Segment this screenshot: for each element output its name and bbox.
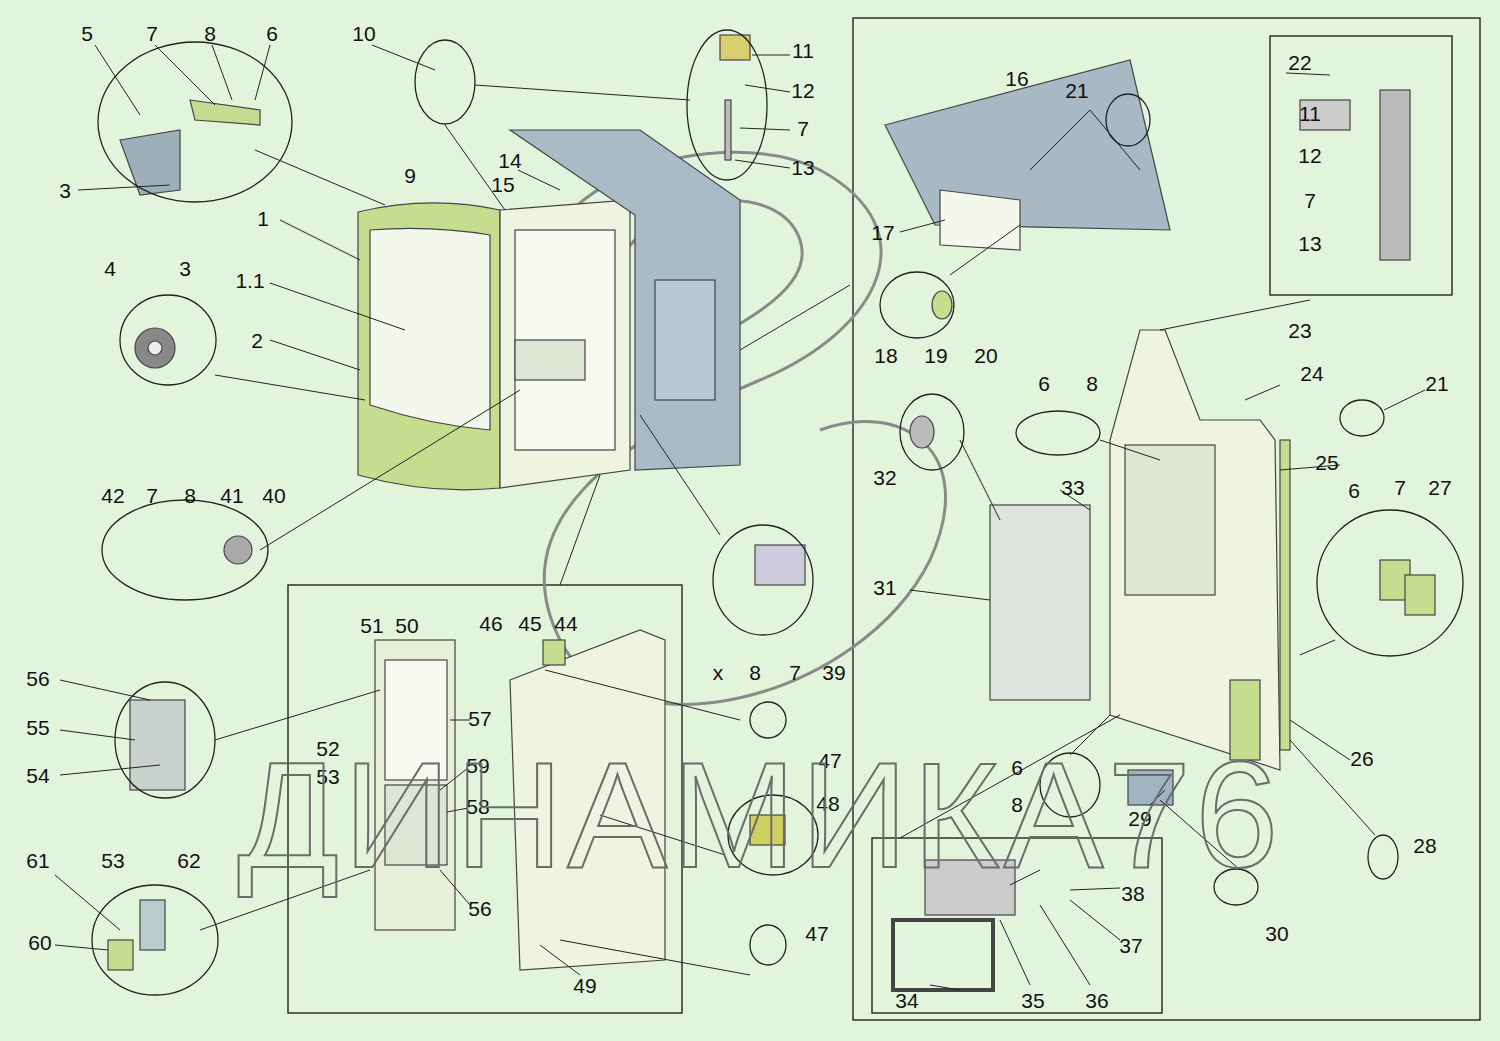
callout-number: 3 <box>179 258 191 279</box>
callout-number: 33 <box>1061 477 1084 498</box>
callout-number: 28 <box>1413 835 1436 856</box>
callout-number: 6 <box>266 23 278 44</box>
callout-number: 21 <box>1065 80 1088 101</box>
callout-number: 3 <box>59 180 71 201</box>
door-parts <box>120 35 805 845</box>
callout-number: 13 <box>1298 233 1321 254</box>
callout-number: 8 <box>204 23 216 44</box>
callout-number: 24 <box>1300 363 1323 384</box>
callout-number: 25 <box>1315 452 1338 473</box>
callout-number: 42 <box>101 485 124 506</box>
callout-number: 10 <box>352 23 375 44</box>
callout-number: 7 <box>789 662 801 683</box>
callout-number: 5 <box>81 23 93 44</box>
callout-number: 1 <box>257 208 269 229</box>
callout-number: 54 <box>26 765 49 786</box>
callout-number: 4 <box>104 258 116 279</box>
callout-number: 1.1 <box>235 270 264 291</box>
callout-number: 11 <box>1299 103 1321 124</box>
callout-number: 46 <box>479 613 502 634</box>
callout-number: 12 <box>1298 145 1321 166</box>
callout-number: 61 <box>26 850 49 871</box>
callout-number: 30 <box>1265 923 1288 944</box>
callout-number: 56 <box>468 898 491 919</box>
callout-number: 6 <box>1038 373 1050 394</box>
callout-number: 36 <box>1085 990 1108 1011</box>
callout-number: 49 <box>573 975 596 996</box>
callout-number: 13 <box>791 157 814 178</box>
callout-number: 34 <box>895 990 918 1011</box>
callout-number: 56 <box>26 668 49 689</box>
callout-number: 60 <box>28 932 51 953</box>
callout-number: 51 <box>360 615 383 636</box>
callout-number: 45 <box>518 613 541 634</box>
detail-circles <box>92 30 1463 995</box>
callout-number: 26 <box>1350 748 1373 769</box>
callout-number: 62 <box>177 850 200 871</box>
callout-number: 2 <box>251 330 263 351</box>
callout-number: 7 <box>146 23 158 44</box>
callout-number: 41 <box>220 485 243 506</box>
callout-number: 7 <box>1304 190 1316 211</box>
callout-number: 57 <box>468 708 491 729</box>
callout-number: 16 <box>1005 68 1028 89</box>
callout-number: 7 <box>797 118 809 139</box>
callout-number: 53 <box>101 850 124 871</box>
callout-number: 6 <box>1348 480 1360 501</box>
callout-number: 31 <box>873 577 896 598</box>
callout-number: 7 <box>146 485 158 506</box>
callout-number: 15 <box>491 174 514 195</box>
callout-number: 8 <box>749 662 761 683</box>
callout-number: 9 <box>404 165 416 186</box>
callout-number: 8 <box>184 485 196 506</box>
callout-number: 14 <box>498 150 521 171</box>
callout-number: 19 <box>924 345 947 366</box>
callout-number: 7 <box>1394 477 1406 498</box>
callout-number: 44 <box>554 613 577 634</box>
callout-number: x <box>713 662 724 683</box>
callout-number: 40 <box>262 485 285 506</box>
callout-number: 21 <box>1425 373 1448 394</box>
callout-number: 23 <box>1288 320 1311 341</box>
callout-number: 32 <box>873 467 896 488</box>
callout-number: 12 <box>791 80 814 101</box>
callout-number: 18 <box>874 345 897 366</box>
callout-number: 50 <box>395 615 418 636</box>
callout-number: 11 <box>792 40 814 61</box>
callout-number: 17 <box>871 222 894 243</box>
callout-number: 35 <box>1021 990 1044 1011</box>
callout-number: 39 <box>822 662 845 683</box>
callout-number: 47 <box>805 923 828 944</box>
leader-lines <box>55 45 1425 990</box>
callout-number: 20 <box>974 345 997 366</box>
callout-number: 8 <box>1086 373 1098 394</box>
callout-number: 22 <box>1288 52 1311 73</box>
callout-number: 37 <box>1119 935 1142 956</box>
callout-number: 27 <box>1428 477 1451 498</box>
callout-number: 55 <box>26 717 49 738</box>
watermark: ДИНАМИКА76 <box>238 740 1283 890</box>
